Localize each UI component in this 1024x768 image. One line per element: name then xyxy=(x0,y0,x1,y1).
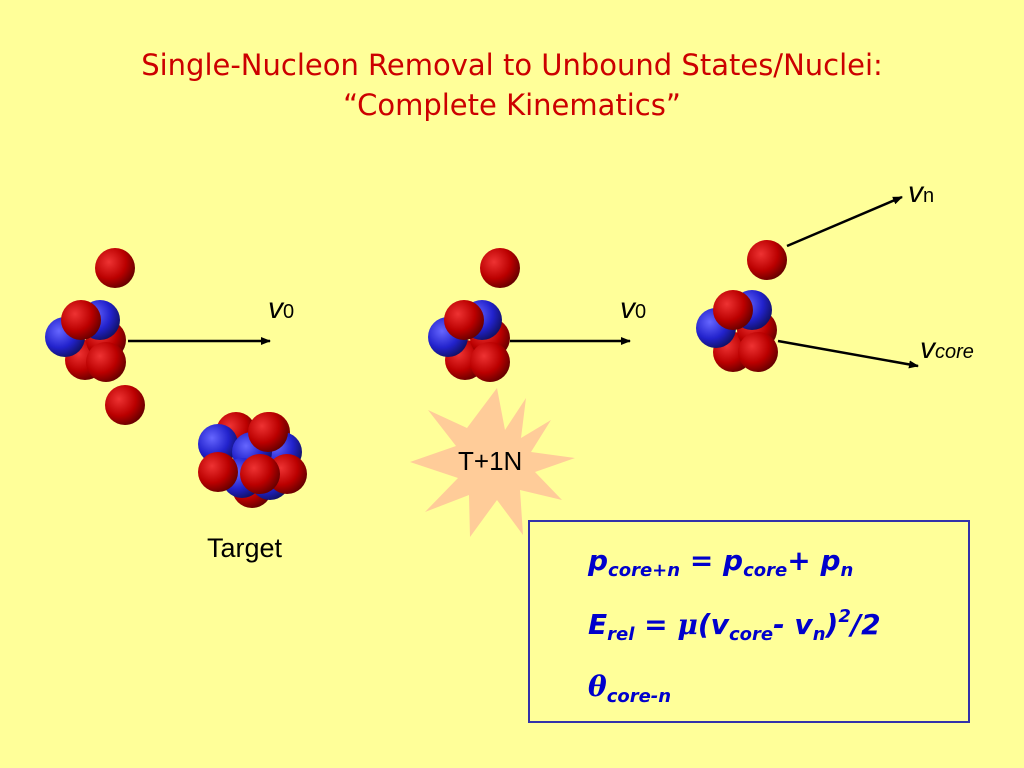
equation-box: pcore+n = pcore+ pn Erel = μ(vcore- vn)2… xyxy=(528,520,970,723)
label-v0-1: v0 xyxy=(268,292,295,325)
projectile-nucleus-1 xyxy=(45,248,145,425)
proton xyxy=(95,248,135,288)
core-nucleus xyxy=(696,290,778,372)
relative-energy-equation: Erel = μ(vcore- vn)2/2 xyxy=(588,606,881,645)
reaction-burst xyxy=(410,388,575,537)
proton xyxy=(105,385,145,425)
proton xyxy=(86,342,126,382)
label-vn: vn xyxy=(908,176,935,209)
reaction-label: T+1N xyxy=(458,446,523,476)
label-v0-2: v0 xyxy=(620,292,647,325)
proton xyxy=(61,300,101,340)
target-nucleus xyxy=(198,412,307,508)
angle-equation: θcore-n xyxy=(588,670,672,707)
emitted-neutron xyxy=(747,240,787,280)
velocity-arrow-vn xyxy=(786,195,903,248)
velocity-arrow-vcore xyxy=(777,339,919,369)
title-line-2: “Complete Kinematics” xyxy=(343,88,681,122)
momentum-equation: pcore+n = pcore+ pn xyxy=(588,544,854,581)
title-line-1: Single-Nucleon Removal to Unbound States… xyxy=(141,48,883,82)
target-label: Target xyxy=(207,533,283,563)
label-vcore: vcore xyxy=(920,332,974,365)
projectile-nucleus-2 xyxy=(428,248,520,382)
